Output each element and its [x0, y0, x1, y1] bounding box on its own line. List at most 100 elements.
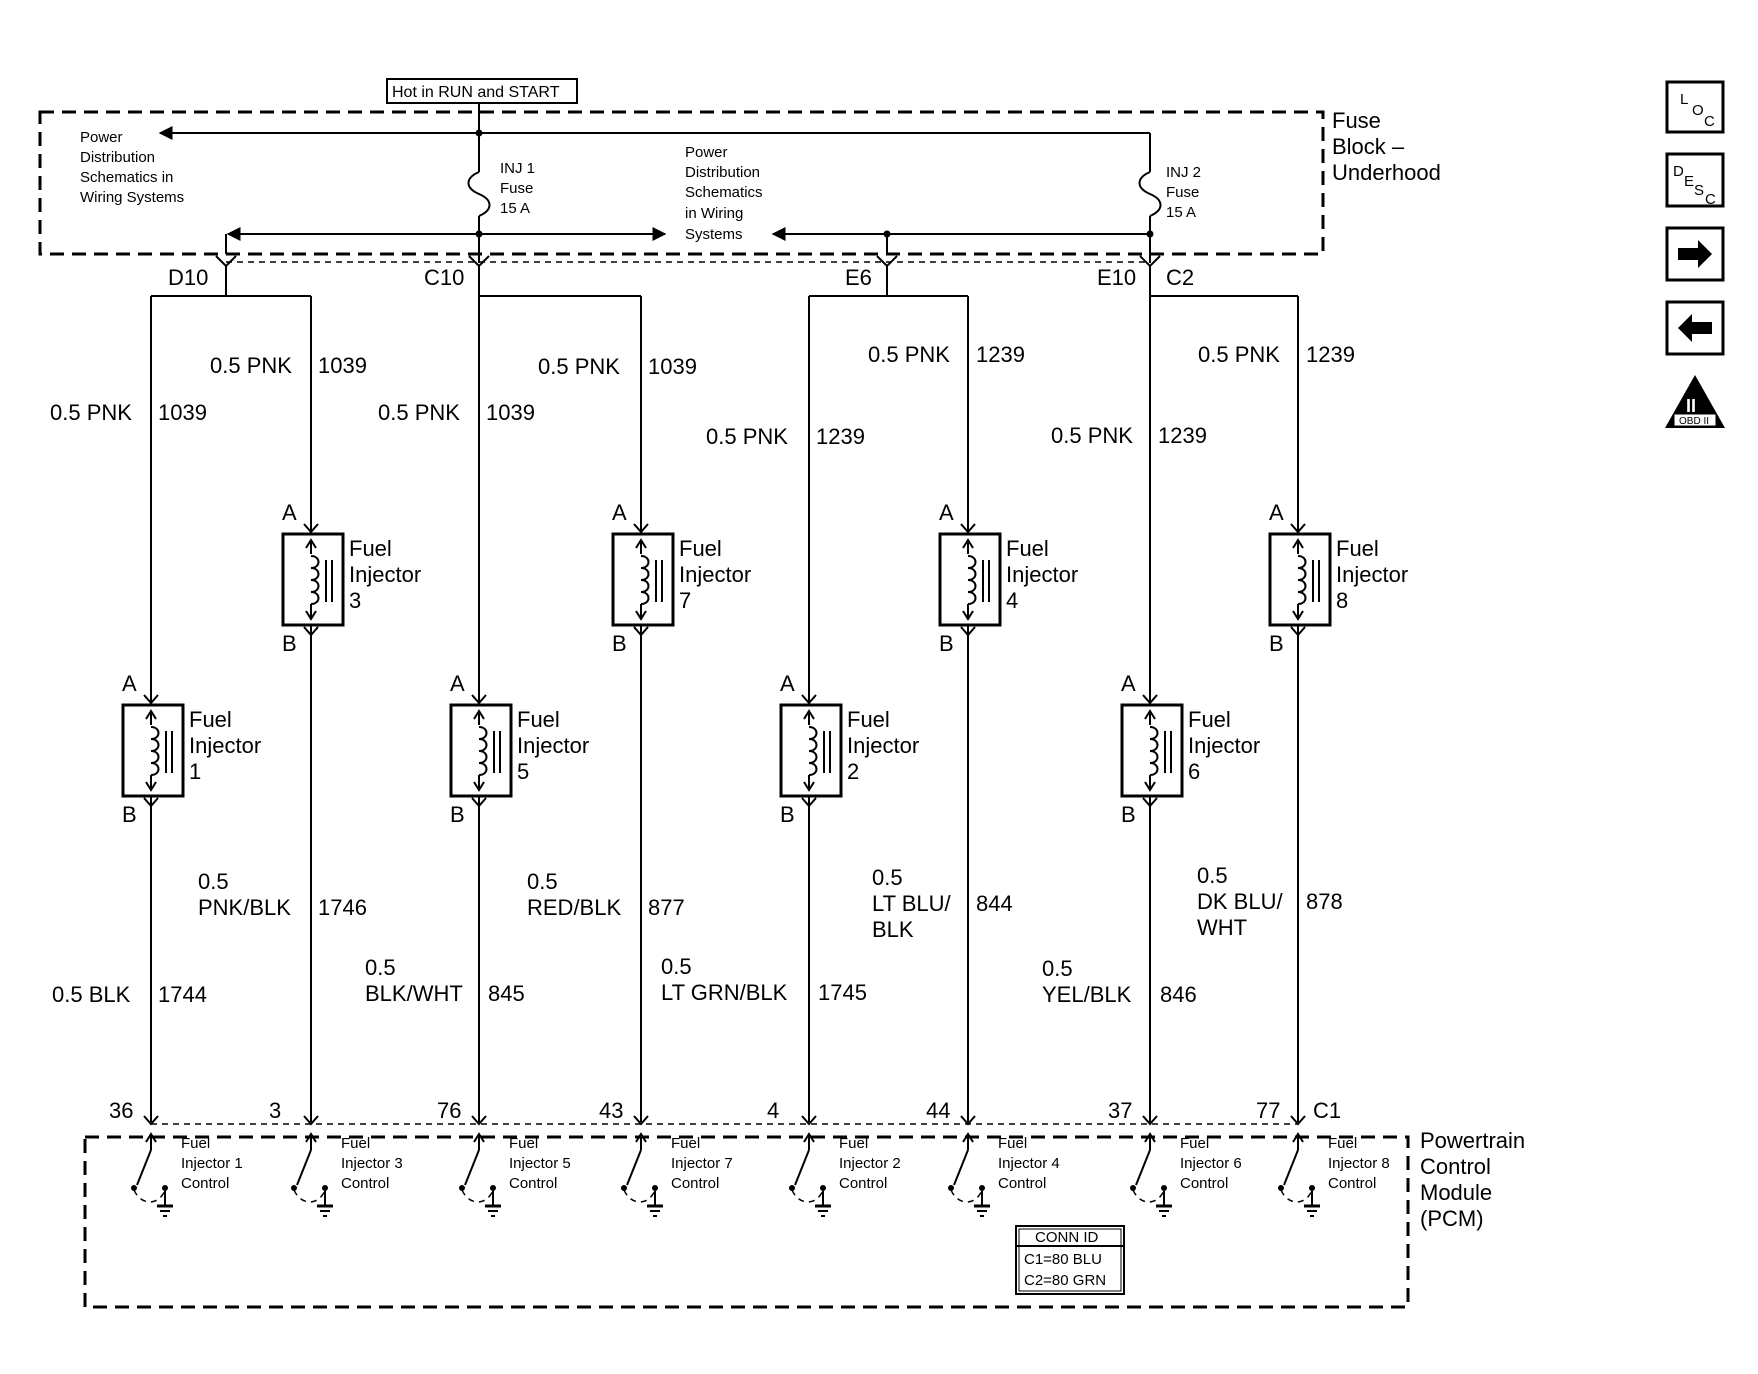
- desc-icon[interactable]: D E S C: [1665, 152, 1725, 208]
- svg-text:0.5: 0.5: [365, 955, 396, 980]
- terminal-b-label: B: [1121, 802, 1136, 827]
- svg-text:C2: C2: [1166, 265, 1194, 290]
- svg-text:BLK/WHT: BLK/WHT: [365, 981, 463, 1006]
- injector-name-line: 3: [349, 588, 361, 613]
- wire-label-w8-upper: 0.5 PNK 1239: [1198, 342, 1355, 367]
- svg-text:0.5 PNK: 0.5 PNK: [1051, 423, 1133, 448]
- injector-name-line: Injector: [189, 733, 261, 758]
- svg-text:E10: E10: [1097, 265, 1136, 290]
- svg-text:0.5: 0.5: [1042, 956, 1073, 981]
- next-arrow-icon[interactable]: [1665, 226, 1725, 282]
- injectors: ABFuelInjector1ABFuelInjector3ABFuelInje…: [121, 500, 1408, 827]
- svg-text:C: C: [1705, 191, 1716, 208]
- svg-text:0.5 PNK: 0.5 PNK: [706, 424, 788, 449]
- driver-label-line: Injector 7: [671, 1155, 733, 1172]
- injector-name-line: 1: [189, 759, 201, 784]
- obd-ii-icon[interactable]: II OBD II: [1665, 375, 1725, 428]
- terminal-a-label: A: [450, 671, 465, 696]
- center-power-note: Power Distribution Schematics in Wiring …: [685, 144, 763, 243]
- injector-name-line: 4: [1006, 588, 1018, 613]
- driver-label-line: Fuel: [509, 1135, 538, 1152]
- svg-text:0.5 PNK: 0.5 PNK: [210, 353, 292, 378]
- svg-text:INJ 2: INJ 2: [1166, 164, 1201, 181]
- driver-label-line: Control: [341, 1175, 389, 1192]
- terminal-b-label: B: [282, 631, 297, 656]
- pcm-pin-number: 3: [269, 1098, 281, 1123]
- svg-text:1239: 1239: [1306, 342, 1355, 367]
- svg-text:1039: 1039: [158, 400, 207, 425]
- pcm-connector-label: C1: [1313, 1098, 1341, 1123]
- svg-text:0.5 PNK: 0.5 PNK: [538, 354, 620, 379]
- svg-text:D: D: [1673, 163, 1684, 180]
- wire-label-w5-upper: 0.5 PNK 1039: [378, 400, 535, 425]
- splice-d10: D10: [151, 255, 311, 297]
- svg-text:INJ 1: INJ 1: [500, 160, 535, 177]
- driver-label-line: Fuel: [839, 1135, 868, 1152]
- injector-name-line: Fuel: [189, 707, 232, 732]
- terminal-b-label: B: [780, 802, 795, 827]
- svg-text:LT GRN/BLK: LT GRN/BLK: [661, 980, 788, 1005]
- svg-text:845: 845: [488, 981, 525, 1006]
- svg-text:LT BLU/: LT BLU/: [872, 891, 952, 916]
- wire-label-w5-lower: 0.5 BLK/WHT 845: [365, 955, 525, 1006]
- svg-text:D10: D10: [168, 265, 208, 290]
- driver-label-line: Control: [998, 1175, 1046, 1192]
- wire-label-w6-upper: 0.5 PNK 1239: [1051, 423, 1207, 448]
- injector-name-line: Injector: [1188, 733, 1260, 758]
- svg-text:1039: 1039: [648, 354, 697, 379]
- driver-label-line: Fuel: [1180, 1135, 1209, 1152]
- injector-name-line: Fuel: [1006, 536, 1049, 561]
- driver-label-line: Fuel: [998, 1135, 1027, 1152]
- driver-label-line: Fuel: [671, 1135, 700, 1152]
- svg-text:CONN ID: CONN ID: [1035, 1229, 1099, 1246]
- svg-text:Distribution: Distribution: [80, 149, 155, 166]
- terminal-a-label: A: [282, 500, 297, 525]
- svg-text:844: 844: [976, 891, 1013, 916]
- svg-text:0.5 PNK: 0.5 PNK: [50, 400, 132, 425]
- fuse-block-title-3: Underhood: [1332, 160, 1441, 185]
- driver-label-line: Control: [1180, 1175, 1228, 1192]
- svg-text:0.5 PNK: 0.5 PNK: [1198, 342, 1280, 367]
- pcm-title-1: Powertrain: [1420, 1128, 1525, 1153]
- svg-text:Power: Power: [685, 144, 728, 161]
- pcm-title-4: (PCM): [1420, 1206, 1484, 1231]
- loc-icon[interactable]: L O C: [1665, 80, 1725, 134]
- svg-text:0.5: 0.5: [527, 869, 558, 894]
- injector-name-line: 2: [847, 759, 859, 784]
- wire-label-w2-lower: 0.5 LT GRN/BLK 1745: [661, 954, 867, 1005]
- svg-text:0.5 PNK: 0.5 PNK: [868, 342, 950, 367]
- svg-text:1744: 1744: [158, 982, 207, 1007]
- injector-name-line: Injector: [1006, 562, 1078, 587]
- driver-label-line: Fuel: [1328, 1135, 1357, 1152]
- driver-label-line: Injector 5: [509, 1155, 571, 1172]
- svg-text:1039: 1039: [486, 400, 535, 425]
- driver-label-line: Control: [1328, 1175, 1376, 1192]
- svg-text:0.5 PNK: 0.5 PNK: [378, 400, 460, 425]
- svg-text:DK BLU/: DK BLU/: [1197, 889, 1283, 914]
- injector-name-line: 5: [517, 759, 529, 784]
- injector-name-line: Fuel: [1336, 536, 1379, 561]
- terminal-a-label: A: [1269, 500, 1284, 525]
- driver-label-line: Injector 2: [839, 1155, 901, 1172]
- injector-name-line: Fuel: [517, 707, 560, 732]
- fuse-block-title-2: Block –: [1332, 134, 1405, 159]
- terminal-a-label: A: [939, 500, 954, 525]
- previous-arrow-icon[interactable]: [1665, 300, 1725, 356]
- svg-text:1039: 1039: [318, 353, 367, 378]
- terminal-b-label: B: [122, 802, 137, 827]
- svg-text:C1=80 BLU: C1=80 BLU: [1024, 1251, 1102, 1268]
- svg-text:YEL/BLK: YEL/BLK: [1042, 982, 1132, 1007]
- driver-label-line: Control: [509, 1175, 557, 1192]
- driver-label-line: Injector 8: [1328, 1155, 1390, 1172]
- splice-e6: E6: [809, 255, 968, 297]
- terminal-a-label: A: [612, 500, 627, 525]
- driver-label-line: Control: [839, 1175, 887, 1192]
- wire-label-w4-lower: 0.5 LT BLU/ BLK 844: [872, 865, 1013, 942]
